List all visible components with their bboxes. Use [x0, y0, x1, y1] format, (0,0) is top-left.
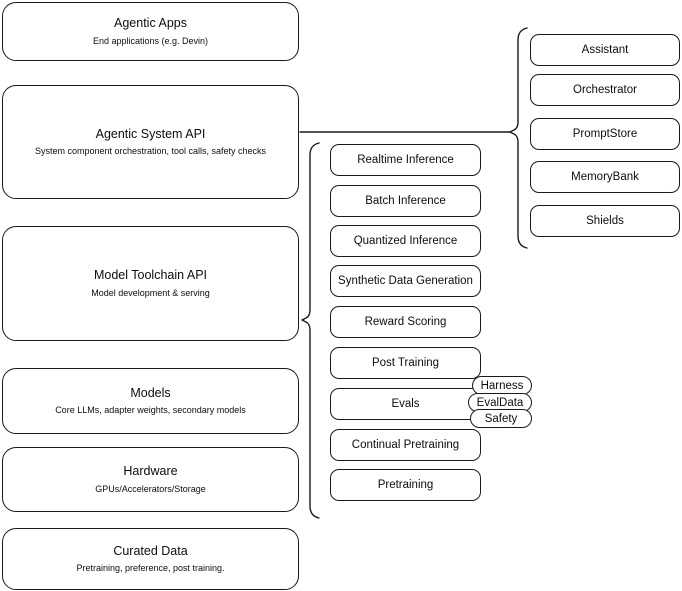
layer-subtitle: Pretraining, preference, post training.	[76, 563, 225, 574]
system-item-promptstore[interactable]: PromptStore	[530, 118, 680, 150]
system-item-orchestrator[interactable]: Orchestrator	[530, 74, 680, 106]
layer-title: Model Toolchain API	[93, 268, 208, 283]
toolchain-item-pretraining[interactable]: Pretraining	[330, 469, 481, 501]
item-label: Pretraining	[377, 478, 434, 491]
toolchain-item-post-training[interactable]: Post Training	[330, 347, 481, 379]
layer-title: Hardware	[123, 464, 178, 479]
item-label: Synthetic Data Generation	[338, 274, 473, 287]
layer-model-toolchain-api[interactable]: Model Toolchain API Model development & …	[2, 226, 299, 341]
layer-title: Agentic System API	[95, 126, 206, 141]
system-items-bracket	[509, 27, 528, 249]
layer-title: Models	[130, 385, 171, 400]
item-label: MemoryBank	[571, 170, 639, 183]
eval-pill-evaldata[interactable]: EvalData	[468, 393, 532, 412]
toolchain-item-realtime-inference[interactable]: Realtime Inference	[330, 144, 481, 176]
layer-hardware[interactable]: Hardware GPUs/Accelerators/Storage	[2, 447, 299, 512]
item-label: Shields	[586, 214, 624, 227]
layer-models[interactable]: Models Core LLMs, adapter weights, secon…	[2, 368, 299, 434]
layer-agentic-apps[interactable]: Agentic Apps End applications (e.g. Devi…	[2, 2, 299, 61]
toolchain-item-quantized-inference[interactable]: Quantized Inference	[330, 225, 481, 257]
eval-pill-harness[interactable]: Harness	[472, 376, 532, 395]
layer-subtitle: Core LLMs, adapter weights, secondary mo…	[55, 405, 246, 416]
layer-subtitle: End applications (e.g. Devin)	[92, 35, 209, 46]
item-label: Orchestrator	[573, 83, 637, 96]
item-label: Post Training	[371, 356, 440, 369]
item-label: Quantized Inference	[353, 234, 458, 247]
item-label: Reward Scoring	[364, 315, 447, 328]
layer-title: Agentic Apps	[114, 16, 187, 31]
system-item-shields[interactable]: Shields	[530, 205, 680, 237]
eval-pill-safety[interactable]: Safety	[470, 409, 532, 428]
item-label: PromptStore	[572, 127, 638, 140]
toolchain-item-synthetic-data-generation[interactable]: Synthetic Data Generation	[330, 265, 481, 297]
layer-curated-data[interactable]: Curated Data Pretraining, preference, po…	[2, 528, 299, 590]
layer-subtitle: System component orchestration, tool cal…	[34, 146, 267, 157]
system-item-memorybank[interactable]: MemoryBank	[530, 161, 680, 193]
toolchain-items-bracket	[301, 142, 320, 519]
item-label: Continual Pretraining	[351, 438, 460, 451]
layer-agentic-system-api[interactable]: Agentic System API System component orch…	[2, 85, 299, 199]
item-label: Batch Inference	[365, 194, 446, 207]
layer-subtitle: GPUs/Accelerators/Storage	[95, 483, 206, 494]
system-item-assistant[interactable]: Assistant	[530, 34, 680, 66]
layer-title: Curated Data	[113, 543, 188, 558]
toolchain-item-batch-inference[interactable]: Batch Inference	[330, 185, 481, 217]
layer-subtitle: Model development & serving	[91, 287, 210, 298]
toolchain-item-reward-scoring[interactable]: Reward Scoring	[330, 306, 481, 338]
item-label: Realtime Inference	[357, 153, 454, 166]
item-label: Assistant	[581, 43, 629, 56]
toolchain-item-evals[interactable]: Evals	[330, 388, 481, 420]
item-label: Evals	[391, 397, 420, 410]
toolchain-item-continual-pretraining[interactable]: Continual Pretraining	[330, 429, 481, 461]
